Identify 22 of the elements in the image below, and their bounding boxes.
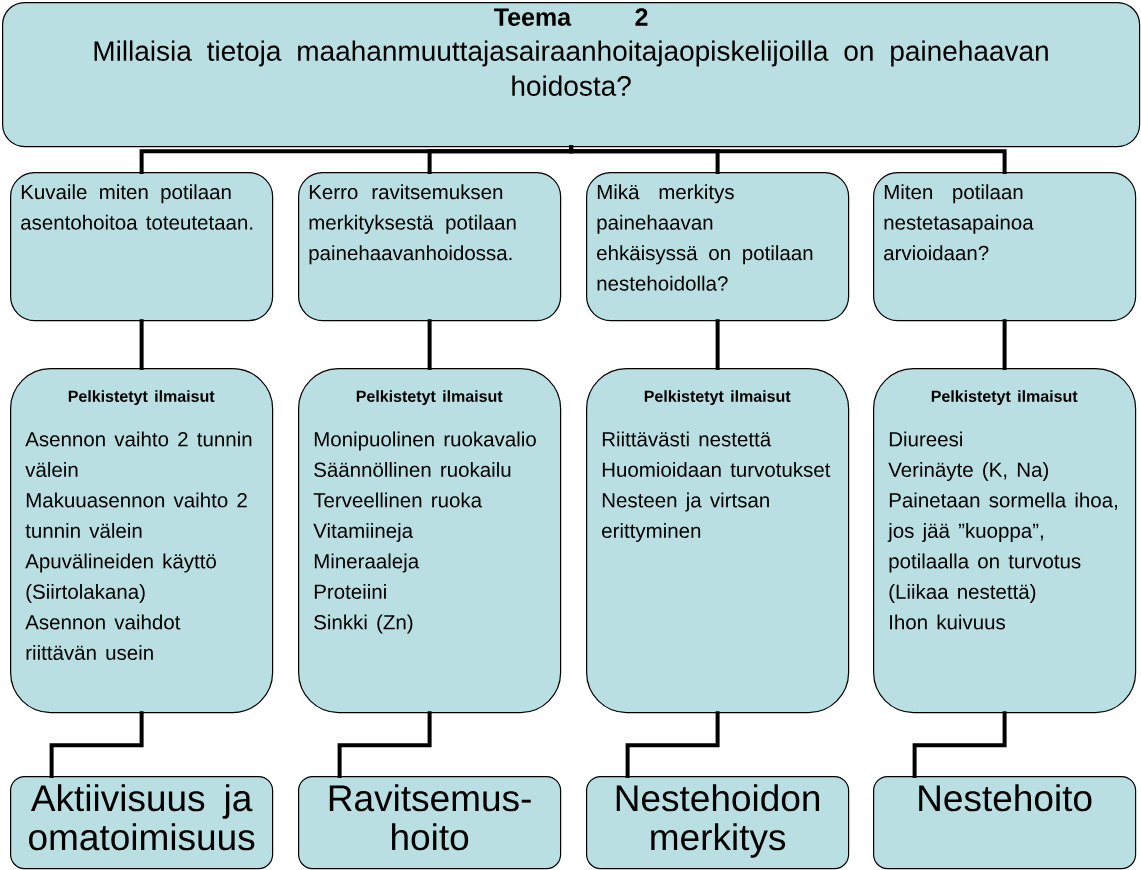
list-box: Pelkistetyt ilmaisut Diureesi Verinäyte (K, Na) Painetaan sormella ihoa, jos jää ”kuoppa”, potilaalla on turvotus (Liikaa nestettä) Ihon kuivuus — [873, 368, 1137, 714]
connector — [569, 145, 1007, 174]
list-box: Pelkistetyt ilmaisut Asennon vaihto 2 tunnin välein Makuuasennon vaihto 2 tunnin välein Apuvälineiden käyttö (Siirtolakana) Asennon vaihdot riittävän usein — [10, 368, 274, 714]
connector — [427, 319, 432, 370]
question-box: Mikä merkitys painehaavan ehkäisyssä on potilaan nestehoidolla? — [586, 172, 850, 322]
connector — [139, 319, 144, 370]
connector — [715, 319, 720, 370]
title-box: Teema 2 Millaisia tietoja maahanmuuttajasairaanhoitajaopiskelijoilla on painehaavan hoidosta? — [2, 2, 1141, 148]
question-box: Kerro ravitsemuksen merkityksestä potilaan painehaavanhoidossa. — [298, 172, 562, 322]
connector — [337, 711, 432, 778]
category-box: Aktiivisuus ja omatoimisuus — [10, 776, 274, 870]
question-box: Kuvaile miten potilaan asentohoitoa toteutetaan. — [10, 172, 274, 322]
connector — [49, 711, 144, 778]
connector — [1002, 319, 1007, 370]
category-box: Ravitsemus-hoito — [298, 776, 562, 870]
category-box: Nestehoidon merkitys — [586, 776, 850, 870]
category-box: Nestehoito — [873, 776, 1137, 870]
list-box: Pelkistetyt ilmaisut Riittävästi nestettä Huomioidaan turvotukset Nesteen ja virtsan erittyminen — [586, 368, 850, 714]
list-box: Pelkistetyt ilmaisut Monipuolinen ruokavalio Säännöllinen ruokailu Terveellinen ruoka Vitamiineja Mineraaleja Proteiini Sinkki (Zn) — [298, 368, 562, 714]
connector — [625, 711, 720, 778]
connector — [912, 711, 1007, 778]
question-box: Miten potilaan nestetasapainoa arvioidaan? — [873, 172, 1137, 322]
